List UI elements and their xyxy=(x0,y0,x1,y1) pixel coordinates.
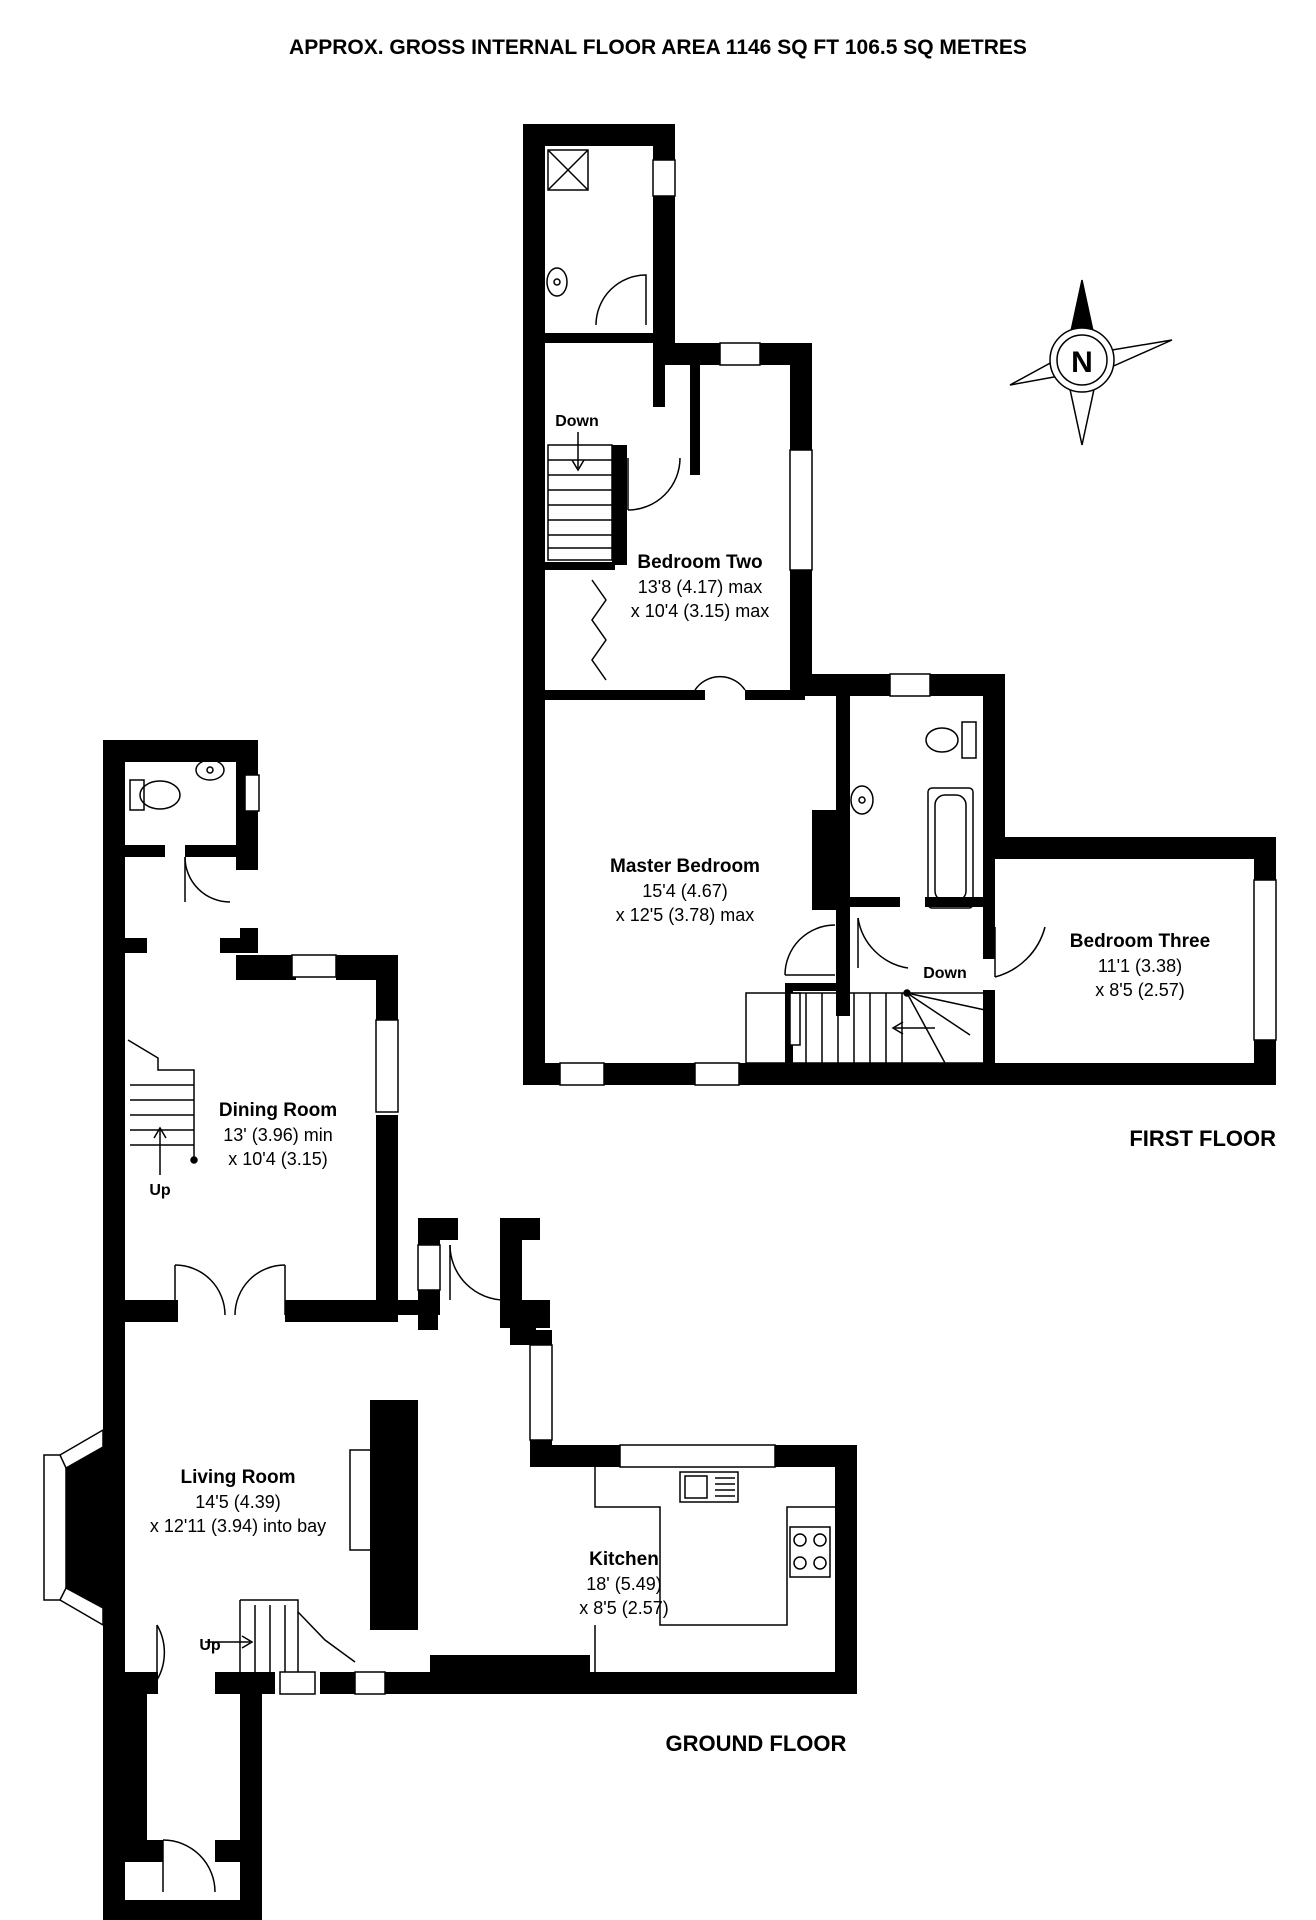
room-dimension: 13' (3.96) min xyxy=(223,1125,333,1145)
ground-floor-stairs-1 xyxy=(127,1039,198,1175)
room-dimension: 15'4 (4.67) xyxy=(642,881,728,901)
room-name-kitchen: Kitchen xyxy=(589,1549,659,1570)
living-room-bay-walls xyxy=(60,1400,125,1655)
stairs-down-label: Down xyxy=(555,413,599,430)
stairs-up-label: Up xyxy=(199,1637,221,1654)
room-name-bedroom-two: Bedroom Two xyxy=(637,552,762,573)
kitchen-units xyxy=(594,1467,835,1672)
ground-floor-interior-walls xyxy=(103,825,550,1630)
room-dimension: x 8'5 (2.57) xyxy=(1095,980,1184,1000)
room-dimension: x 10'4 (3.15) xyxy=(228,1149,328,1169)
room-name-living-room: Living Room xyxy=(180,1467,295,1488)
floor-area-title: APPROX. GROSS INTERNAL FLOOR AREA 1146 S… xyxy=(289,36,1027,59)
living-kitchen-walls xyxy=(103,1330,857,1920)
wc-fittings xyxy=(129,759,225,811)
room-dimension: x 12'5 (3.78) max xyxy=(616,905,755,925)
fireplace xyxy=(349,1405,416,1630)
first-floor-windows xyxy=(559,159,1277,1086)
bathroom-fittings xyxy=(850,721,977,909)
first-floor-stairs-1 xyxy=(547,432,613,561)
compass-label: N xyxy=(1071,346,1093,379)
room-dimension: 11'1 (3.38) xyxy=(1098,956,1182,976)
ground-floor-walls-upper xyxy=(103,740,258,1300)
room-dimension: x 12'11 (3.94) into bay xyxy=(150,1516,326,1536)
basin-icon xyxy=(546,267,568,297)
stairs-down-label: Down xyxy=(923,965,967,982)
ground-floor-stairs-2 xyxy=(205,1599,356,1672)
room-name-master-bedroom: Master Bedroom xyxy=(610,856,760,877)
ground-floor-plan: Up Up Dining Room 13' (3.96) min x 10'4 … xyxy=(43,740,857,1920)
room-name-dining-room: Dining Room xyxy=(219,1100,337,1121)
first-floor-plan: Down Down Bedroom Two 13'8 (4.17) max x … xyxy=(523,124,1277,1151)
room-dimension: x 10'4 (3.15) max xyxy=(631,601,770,621)
room-name-bedroom-three: Bedroom Three xyxy=(1070,931,1210,952)
first-floor-stairs-2 xyxy=(745,989,987,1064)
room-dimension: 14'5 (4.39) xyxy=(195,1492,281,1512)
room-dimension: x 8'5 (2.57) xyxy=(579,1598,668,1618)
first-floor-label: FIRST FLOOR xyxy=(1129,1126,1276,1151)
chimney-breast xyxy=(812,818,834,908)
ground-floor-windows xyxy=(43,774,776,1695)
stairs-up-label: Up xyxy=(149,1182,171,1199)
first-floor-doors xyxy=(591,274,1046,978)
first-floor-interior-walls xyxy=(545,333,995,1065)
room-dimension: 18' (5.49) xyxy=(586,1574,661,1594)
ground-floor-doors xyxy=(156,856,506,1893)
first-floor-outer-walls xyxy=(523,124,1276,1085)
ground-floor-label: GROUND FLOOR xyxy=(666,1731,847,1756)
compass-icon: N xyxy=(1009,279,1173,446)
shower-tray xyxy=(547,149,589,191)
room-dimension: 13'8 (4.17) max xyxy=(638,577,763,597)
